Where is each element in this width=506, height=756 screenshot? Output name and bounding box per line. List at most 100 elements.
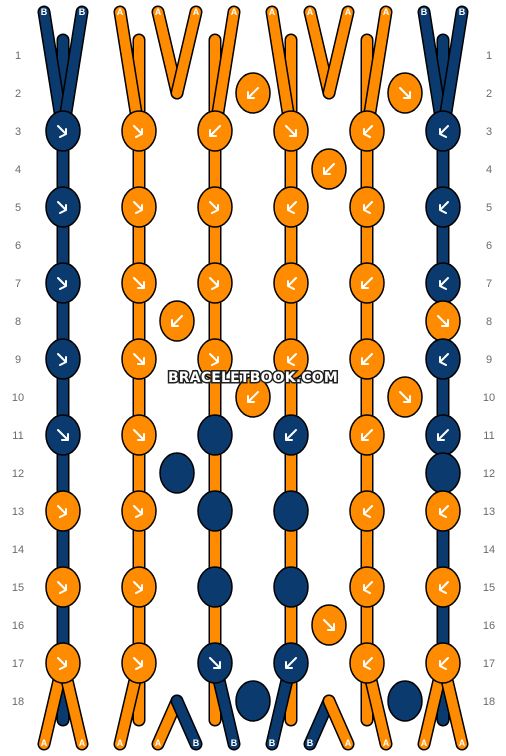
knot-arrow-icon [133,353,145,365]
knot-arrow-icon [57,277,67,290]
knot-r7-p4 [273,262,309,304]
row-number-left: 13 [12,506,24,518]
row-number-right: 10 [483,392,495,404]
knot-r13-p1 [45,490,81,532]
knot-body [387,680,423,722]
knot-r4-p4 [311,148,347,190]
strand-label-top: B [421,7,428,17]
strand-label-bottom: A [79,738,86,748]
strand-label-top: A [117,7,124,17]
row-number-left: 4 [15,164,21,176]
knot-arrow-icon [285,125,297,137]
knot-r2-p3 [235,72,271,114]
knot-r18-p3 [235,680,271,722]
knot-r15-p5 [349,566,385,608]
row-number-left: 17 [12,658,24,670]
knot-r15-p3 [197,566,233,608]
row-number-left: 1 [15,50,21,62]
knot-r8-p2 [159,300,195,342]
knot-r5-p3 [197,186,233,228]
row-number-left: 8 [15,316,21,328]
knot-r2-p5 [387,72,423,114]
knot-arrow-icon [439,353,449,366]
strand-label-bottom: B [193,738,200,748]
knot-r13-p4 [273,490,309,532]
knot-arrow-icon [133,429,145,441]
knot-r18-p5 [387,680,423,722]
knot-arrow-icon [437,315,449,327]
row-number-left: 12 [12,468,24,480]
knot-r7-p1 [45,262,81,304]
strand-label-top: A [269,7,276,17]
strand-label-top: A [155,7,162,17]
knot-r15-p6 [425,566,461,608]
strand-label-top: B [459,7,466,17]
row-number-right: 2 [486,88,492,100]
knot-arrow-icon [439,581,449,594]
knot-r17-p3 [197,642,233,684]
row-number-right: 18 [483,696,495,708]
knot-arrow-icon [437,429,449,441]
knot-r17-p1 [45,642,81,684]
knot-arrow-icon [247,391,259,403]
strand-label-bottom: B [307,738,314,748]
knot-arrow-icon [171,315,183,327]
knot-arrow-icon [439,201,449,214]
knot-arrow-icon [323,163,335,175]
knot-arrow-icon [57,657,67,670]
knot-arrow-icon [57,201,67,214]
knot-arrow-icon [133,581,143,594]
knot-r9-p6 [425,338,461,380]
knot-arrow-icon [133,505,143,518]
knot-body [197,414,233,456]
strand-label-bottom: A [41,738,48,748]
knot-r13-p3 [197,490,233,532]
row-number-right: 8 [486,316,492,328]
knot-arrow-icon [363,201,373,214]
knot-r3-p1 [45,110,81,152]
knot-r7-p3 [197,262,233,304]
knot-arrow-icon [287,277,297,290]
strand-label-top: B [41,7,48,17]
knot-r10-p5 [387,376,423,418]
strand-label-bottom: B [269,738,276,748]
strand-label-bottom: A [155,738,162,748]
knot-r13-p6 [425,490,461,532]
knot-r9-p3 [197,338,233,380]
knot-r17-p5 [349,642,385,684]
knot-arrow-icon [247,87,259,99]
knot-r7-p5 [349,262,385,304]
knot-arrow-icon [361,429,373,441]
knot-r5-p6 [425,186,461,228]
knot-body [273,566,309,608]
knot-r10-p3 [235,376,271,418]
strand-label-bottom: A [421,738,428,748]
row-number-right: 6 [486,240,492,252]
strand-top-9 [324,7,353,98]
strand-top-5 [172,7,201,98]
row-number-left: 2 [15,88,21,100]
knot-body [273,490,309,532]
knot-arrow-icon [363,125,373,138]
row-number-right: 15 [483,582,495,594]
knot-arrow-icon [57,125,67,138]
knot-arrow-icon [285,657,297,669]
knot-arrow-icon [287,201,297,214]
row-number-left: 11 [12,430,23,442]
knot-arrow-icon [57,429,69,441]
knot-arrow-icon [209,277,219,290]
row-number-right: 3 [486,126,492,138]
row-number-right: 12 [483,468,495,480]
knot-arrow-icon [57,581,67,594]
row-number-right: 7 [486,278,492,290]
knot-r11-p3 [197,414,233,456]
row-number-left: 14 [12,544,24,556]
knot-r11-p6 [425,414,461,456]
knot-r3-p4 [273,110,309,152]
knot-r11-p4 [273,414,309,456]
knot-r17-p4 [273,642,309,684]
strand-label-bottom: A [345,738,352,748]
knot-r3-p6 [425,110,461,152]
